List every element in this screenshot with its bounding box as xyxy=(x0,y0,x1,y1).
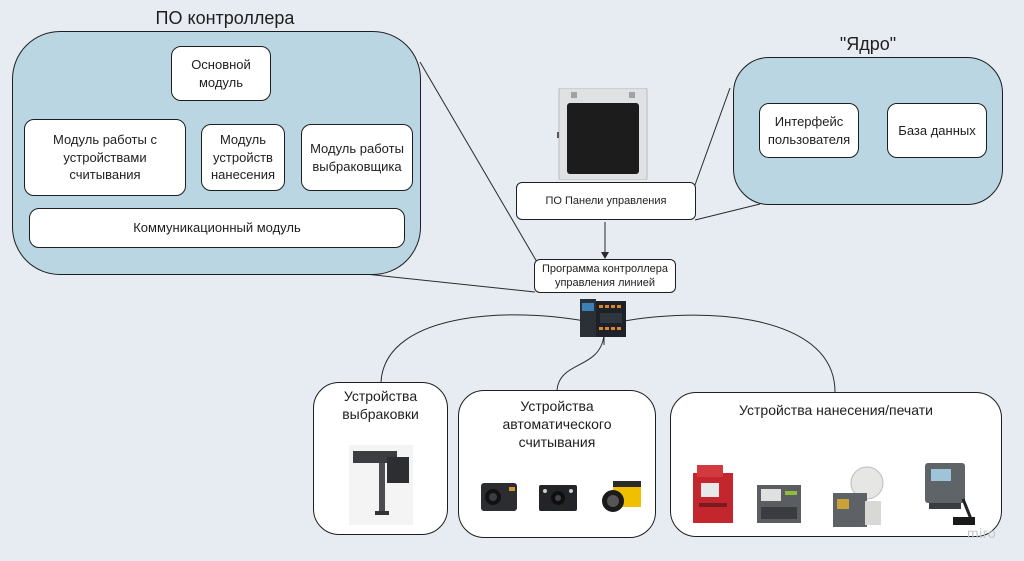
control-panel-image xyxy=(557,87,650,181)
main-module-box[interactable]: Основной модуль xyxy=(171,46,271,101)
database-box[interactable]: База данных xyxy=(887,103,987,158)
controller-group-title: ПО контроллера xyxy=(155,8,295,28)
plc-controller-image xyxy=(578,297,630,341)
core-group-title: "Ядро" xyxy=(839,34,897,54)
reading-devices-group[interactable]: Устройства автоматического считывания xyxy=(458,390,656,538)
printing-devices-title: Устройства нанесения/печати xyxy=(739,402,933,418)
readers-module-box[interactable]: Модуль работы с устройствами считывания xyxy=(24,119,186,196)
reject-devices-title: Устройства выбраковки xyxy=(342,388,419,423)
applicators-module-box[interactable]: Модуль устройств нанесения xyxy=(201,124,285,191)
printer-3-icon xyxy=(829,463,885,534)
printer-1-icon xyxy=(689,463,737,530)
plc-to-reading-curve xyxy=(556,334,605,391)
rejector-device-image xyxy=(349,445,413,525)
controller-to-plc-line-top xyxy=(419,61,538,263)
communication-module-box[interactable]: Коммуникационный модуль xyxy=(29,208,405,248)
printing-devices-group[interactable]: Устройства нанесения/печати xyxy=(670,392,1002,537)
camera-1-icon xyxy=(479,479,521,520)
reject-devices-group[interactable]: Устройства выбраковки xyxy=(313,382,448,535)
camera-3-icon xyxy=(599,477,645,522)
printer-2-icon xyxy=(755,483,803,530)
panel-software-box[interactable]: ПО Панели управления xyxy=(516,182,696,220)
user-interface-box[interactable]: Интерфейс пользователя xyxy=(759,103,859,158)
core-to-panel-line-top xyxy=(694,87,731,186)
plc-to-printing-curve xyxy=(603,314,836,393)
core-to-panel-line-bottom xyxy=(694,203,761,221)
reading-devices-title: Устройства автоматического считывания xyxy=(502,398,612,451)
line-controller-program-box[interactable]: Программа контроллера управления линией xyxy=(534,259,676,293)
printer-4-icon xyxy=(919,459,979,534)
miro-watermark: miro xyxy=(967,525,997,541)
camera-2-icon xyxy=(537,481,579,520)
rejector-module-box[interactable]: Модуль работы выбраковщика xyxy=(301,124,413,191)
controller-to-plc-line-bottom xyxy=(364,273,536,293)
plc-to-reject-curve xyxy=(380,314,605,383)
